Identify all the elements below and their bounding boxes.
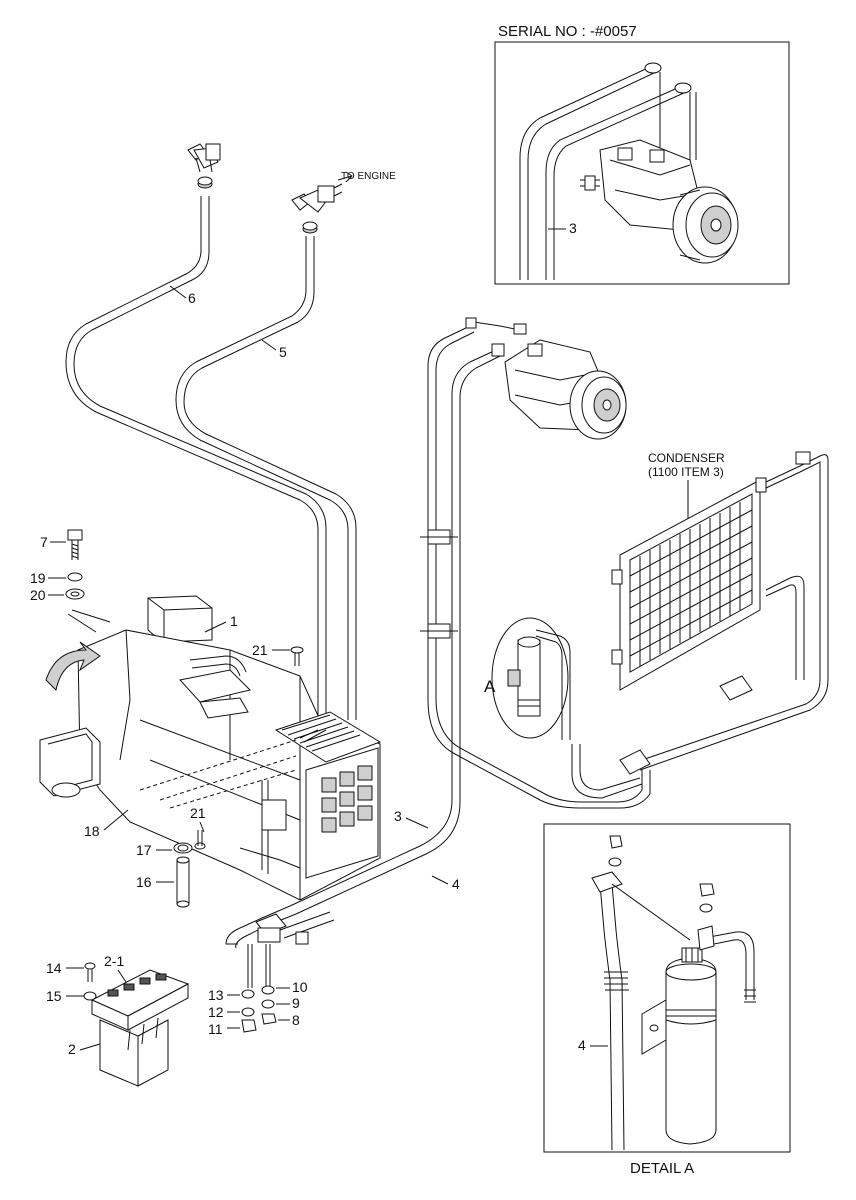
detail-a-marker: A <box>484 677 496 696</box>
callout-19: 19 <box>30 570 46 586</box>
nut-8 <box>261 1013 277 1025</box>
detail-a-frame <box>543 823 791 1153</box>
callout-2: 2 <box>68 1041 76 1057</box>
callout-14: 14 <box>46 960 62 976</box>
hose-5 <box>175 236 357 720</box>
hvac-unit <box>39 595 382 901</box>
condenser-label: CONDENSER <box>648 451 725 465</box>
callout-3-inset: 3 <box>569 220 577 236</box>
washer-19 <box>67 572 83 582</box>
suction-line-4 <box>289 343 505 915</box>
serial-inset-frame <box>494 41 790 285</box>
inset-compressor <box>580 139 739 264</box>
screw-21-mid <box>194 830 206 850</box>
main-compressor <box>504 339 627 440</box>
callout-2-1: 2-1 <box>104 953 124 969</box>
oring-10 <box>261 985 275 995</box>
hose-6 <box>65 196 327 730</box>
callout-4-detail: 4 <box>578 1037 586 1053</box>
detail-a: DETAIL A <box>543 823 791 1177</box>
valve-5 <box>291 171 353 234</box>
joint-block <box>225 905 335 988</box>
screw-21-top <box>290 646 304 666</box>
to-engine-label: TO ENGINE <box>341 171 396 182</box>
callout-20: 20 <box>30 587 46 603</box>
nut-11 <box>241 1019 257 1033</box>
condenser-item-ref: (1100 ITEM 3) <box>648 465 724 479</box>
detail-a-caption: DETAIL A <box>630 1160 694 1177</box>
callout-3-main: 3 <box>394 808 402 824</box>
callout-1: 1 <box>230 613 238 629</box>
washer-9 <box>261 999 275 1009</box>
serial-inset: SERIAL NO : -#0057 3 <box>494 23 790 285</box>
callout-9: 9 <box>292 995 300 1011</box>
drain-hose-16 <box>176 856 190 908</box>
callout-12: 12 <box>208 1004 224 1020</box>
receiver-drier-a <box>491 617 571 740</box>
screw-14 <box>84 962 96 982</box>
discharge-line-3 <box>420 317 651 809</box>
oring-13 <box>241 989 255 999</box>
callout-4-main: 4 <box>452 876 460 892</box>
condenser-fins <box>629 502 753 666</box>
callout-13: 13 <box>208 987 224 1003</box>
inset-pipes <box>519 62 697 280</box>
washer-15 <box>83 991 97 1001</box>
callout-21-mid: 21 <box>190 805 206 821</box>
callout-8: 8 <box>292 1012 300 1028</box>
callout-5: 5 <box>279 344 287 360</box>
callout-11: 11 <box>208 1021 223 1037</box>
bolt-7 <box>67 529 83 560</box>
callout-7: 7 <box>40 534 48 550</box>
washer-12 <box>241 1007 255 1017</box>
callout-21-top: 21 <box>252 642 268 658</box>
callout-17: 17 <box>136 842 152 858</box>
valve-6 <box>187 143 221 189</box>
clamp-17 <box>173 842 193 854</box>
callout-16: 16 <box>136 874 152 890</box>
condenser <box>611 451 829 775</box>
serial-number-label: SERIAL NO : -#0057 <box>498 23 637 40</box>
control-panel-2 <box>90 969 190 1087</box>
callout-18: 18 <box>84 823 100 839</box>
callout-10: 10 <box>292 979 308 995</box>
callout-15: 15 <box>46 988 62 1004</box>
callout-6: 6 <box>188 290 196 306</box>
